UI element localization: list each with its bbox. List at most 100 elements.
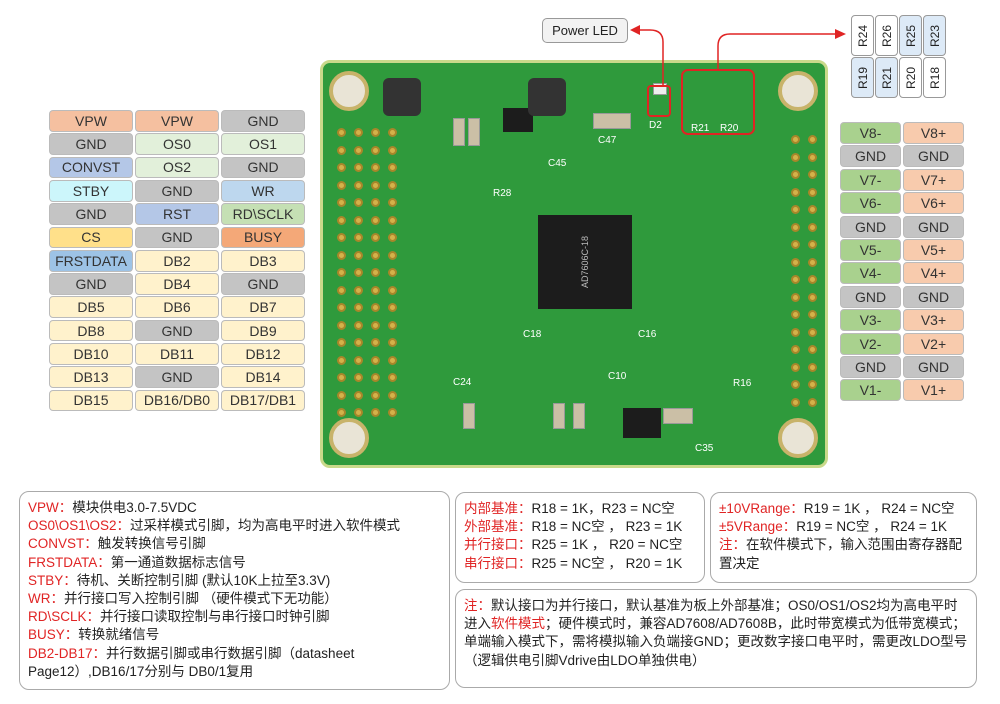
pin-label: V1+	[903, 379, 964, 402]
header-pad	[388, 355, 397, 365]
desc-label: WR：	[28, 591, 64, 607]
header-pad	[371, 163, 380, 172]
silk-label: R16	[733, 378, 752, 389]
silk-label: R21	[691, 123, 710, 134]
header-pad	[337, 303, 346, 312]
resistor-cell: R21	[875, 57, 898, 98]
header-pad	[354, 145, 363, 155]
header-pad	[808, 327, 817, 337]
silk-label: C35	[695, 443, 714, 454]
desc-line: WR：并行接口写入控制引脚 （硬件模式下无功能）	[28, 590, 441, 608]
config-notes-column: 内部基准：R18 = 1K，R23 = NC空外部基准：R18 = NC空 ， …	[455, 492, 977, 688]
header-pad	[791, 135, 800, 144]
pin-label: OS1	[221, 133, 305, 156]
resistor-cell: R20	[899, 57, 922, 98]
header-pad	[808, 362, 817, 372]
desc-line: ±10VRange：R19 = 1K ， R24 = NC空	[719, 500, 968, 518]
pin-label: DB2	[135, 249, 219, 272]
pin-label: CS	[49, 226, 133, 249]
header-pad	[337, 163, 346, 172]
pin-label: GND	[903, 215, 964, 238]
header-pad	[388, 180, 397, 190]
mounting-hole	[778, 418, 818, 458]
pin-label: V2+	[903, 332, 964, 355]
pcb-board-image: AD7606C-18 C45 C47 R28 C18 C16 C10 C24 C…	[320, 60, 828, 468]
header-pad	[371, 215, 380, 225]
pin-label: DB11	[135, 343, 219, 365]
desc-label: VPW：	[28, 500, 73, 515]
pin-label: BUSY	[221, 226, 305, 249]
header-pad	[808, 397, 817, 407]
desc-text: 并行接口写入控制引脚 （硬件模式下无功能）	[64, 591, 338, 607]
header-pad	[791, 152, 800, 162]
resistor-label: R26	[879, 24, 894, 47]
silk-label: C18	[523, 329, 542, 340]
desc-label: DB2-DB17：	[28, 645, 107, 661]
pin-label: GND	[840, 285, 901, 308]
header-pad	[388, 268, 397, 277]
header-pad	[791, 257, 800, 267]
desc-line: VPW：模块供电3.0-7.5VDC	[28, 499, 441, 517]
pin-label: GND	[221, 273, 305, 295]
desc-text: 在软件模式下，输入范围由寄存器配置决定	[719, 537, 962, 571]
silk-label: C10	[608, 371, 627, 382]
resistor-cell: R18	[923, 57, 946, 98]
header-pad	[354, 408, 363, 417]
header-pad	[371, 390, 380, 400]
pin-label: V8+	[903, 122, 964, 144]
header-pad	[371, 408, 380, 417]
header-pad	[388, 215, 397, 225]
desc-line: BUSY：转换就绪信号	[28, 626, 441, 644]
silk-label: R28	[493, 188, 512, 199]
header-pad	[388, 320, 397, 330]
header-pad	[354, 338, 363, 347]
header-pad	[388, 338, 397, 347]
header-pad	[371, 355, 380, 365]
header-pad	[354, 285, 363, 295]
resistor-label: R24	[855, 24, 870, 47]
desc-line: 注：在软件模式下，输入范围由寄存器配置决定	[719, 536, 968, 572]
desc-text: 并行数据引脚或串行数据引脚（datasheet Page12）,DB16/17分…	[28, 645, 355, 679]
input-range-box: ±10VRange：R19 = 1K ， R24 = NC空±5VRange：R…	[710, 492, 977, 583]
header-pad	[337, 180, 346, 190]
pin-label: V6-	[840, 192, 901, 215]
pin-label: V8-	[840, 122, 901, 144]
pin-label: GND	[903, 356, 964, 378]
desc-text: 触发转换信号引脚	[97, 536, 206, 552]
pin-label: DB5	[49, 296, 133, 319]
header-pad	[371, 180, 380, 190]
capacitor	[553, 403, 565, 429]
header-pad	[791, 275, 800, 284]
header-pad	[791, 327, 800, 337]
desc-text: R25 = 1K ， R20 = NC空	[531, 537, 683, 553]
header-pad	[791, 222, 800, 232]
header-pad	[337, 373, 346, 382]
resistor-label: R19	[855, 66, 870, 89]
header-pad	[371, 128, 380, 137]
header-pad	[337, 233, 346, 242]
pin-label: DB3	[221, 249, 305, 272]
header-pad	[337, 198, 346, 207]
pin-label: V6+	[903, 192, 964, 215]
header-pad	[388, 198, 397, 207]
pin-label: DB6	[135, 296, 219, 319]
pin-label: FRSTDATA	[49, 249, 133, 272]
header-pad	[388, 250, 397, 260]
desc-line: FRSTDATA：第一通道数据标志信号	[28, 554, 441, 572]
header-pad	[808, 310, 817, 319]
mounting-hole	[329, 418, 369, 458]
header-pad	[354, 215, 363, 225]
pin-label: GND	[221, 110, 305, 132]
desc-text: R19 = 1K ， R24 = NC空	[803, 501, 955, 516]
desc-text: 模块供电3.0-7.5VDC	[72, 500, 197, 515]
adc-chip: AD7606C-18	[538, 215, 632, 309]
silk-label: C16	[638, 329, 657, 340]
resistor-label: R18	[927, 66, 942, 89]
header-pad	[337, 145, 346, 155]
pin-label: V4+	[903, 262, 964, 285]
header-pad	[808, 380, 817, 389]
pin-label: GND	[135, 366, 219, 389]
desc-label: CONVST：	[28, 536, 98, 552]
inductor	[383, 78, 421, 116]
